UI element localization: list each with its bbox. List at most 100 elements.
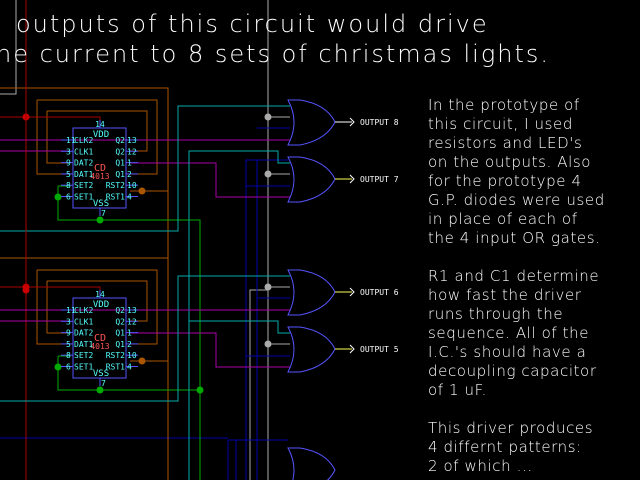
red-wire (0, 116, 101, 124)
note-paragraph-1: In the prototype of this circuit, I used… (428, 96, 605, 247)
orange-loop (37, 99, 158, 175)
part-label: CD (94, 333, 106, 344)
pin-label: RST2 (106, 181, 125, 190)
pin-number: 10 (127, 181, 137, 190)
output-label: OUTPUT 6 (360, 288, 399, 297)
pin-number: 2 (127, 170, 132, 179)
junction-dot (138, 187, 146, 195)
output-label: OUTPUT 8 (360, 118, 399, 127)
magenta-wire (130, 332, 290, 368)
output-arrow-icon (349, 287, 355, 297)
pin-number: 13 (127, 306, 137, 315)
pin-label: CLK1 (74, 317, 93, 326)
junction-dot (54, 193, 62, 201)
or-gate-symbol (287, 156, 336, 203)
pin-number: 12 (127, 317, 137, 326)
pin-label: VDD (93, 300, 109, 310)
junction-dot (96, 386, 104, 394)
pin-label: Q2 (115, 317, 125, 326)
notes-text: In the prototype of this circuit, I used… (428, 96, 640, 480)
part-number: 4013 (90, 342, 109, 351)
or-gate (287, 447, 336, 480)
pin-label: DAT2 (74, 159, 93, 168)
pin-label: Q1 (115, 159, 125, 168)
note-paragraph-2: R1 and C1 determine how fast the driver … (428, 267, 600, 399)
pin-number: 4 (127, 193, 132, 202)
pin-number: 9 (66, 159, 71, 168)
pin-label: CLK2 (74, 136, 93, 145)
cyan-wire (0, 275, 290, 402)
pin-label: CLK1 (74, 147, 93, 156)
blue-bus (245, 159, 288, 480)
pin-number: 6 (66, 193, 71, 202)
junction-dot (22, 286, 30, 294)
pin-number: 4 (127, 363, 132, 372)
pin-label: Q2 (115, 306, 125, 315)
junction-dot (54, 363, 62, 371)
wires (0, 0, 290, 480)
pin-number: 11 (66, 136, 76, 145)
orange-loop (36, 100, 70, 175)
cyan-wire (188, 150, 290, 400)
green-wire (57, 186, 201, 390)
pin-number: 7 (101, 379, 106, 388)
part-label: CD (94, 163, 106, 174)
pin-label: Q2 (115, 147, 125, 156)
pin-label: SET1 (74, 193, 93, 202)
pin-label: VDD (93, 130, 109, 140)
or-gate: OUTPUT 7 (287, 156, 399, 203)
blue-bus (227, 439, 288, 480)
pin-label: RST1 (106, 193, 125, 202)
output-label: OUTPUT 7 (360, 175, 399, 184)
pin-number: 3 (66, 147, 71, 156)
orange-loop (36, 270, 70, 345)
junction-dot (138, 357, 146, 365)
gray-wire (0, 0, 17, 95)
orange-loop (47, 110, 148, 152)
pin-label: DAT1 (74, 340, 93, 349)
orange-loop (47, 280, 148, 322)
pin-number: 12 (127, 147, 137, 156)
or-gate-symbol (287, 269, 336, 316)
cyan-wire (188, 320, 290, 480)
pin-number: 8 (66, 351, 71, 360)
pin-label: SET2 (74, 351, 93, 360)
pin-number: 3 (66, 317, 71, 326)
blue-bus (235, 439, 288, 480)
gray-wire (249, 289, 268, 480)
note-paragraph-3: This driver produces 4 differnt patterns… (428, 419, 594, 475)
title-line-2: he current to 8 sets of christmas lights… (0, 40, 550, 68)
pin-number: 1 (127, 329, 132, 338)
pin-label: CLK2 (74, 306, 93, 315)
pin-number: 13 (127, 136, 137, 145)
orange-wire (0, 257, 169, 480)
pin-number: 8 (66, 181, 71, 190)
cyan-wire (0, 105, 290, 232)
blue-bus (256, 159, 288, 480)
orange-loop (37, 269, 158, 345)
pin-number: 5 (66, 340, 71, 349)
pin-number: 9 (66, 329, 71, 338)
title-line-1: outputs of this circuit would drive (16, 10, 489, 38)
green-wire (57, 356, 201, 480)
pin-label: RST2 (106, 351, 125, 360)
part-number: 4013 (90, 172, 109, 181)
or-gate-symbol (287, 447, 336, 480)
output-arrow-icon (349, 344, 355, 354)
pin-label: SET2 (74, 181, 93, 190)
pin-number: 10 (127, 351, 137, 360)
red-wire (0, 286, 101, 294)
or-gate-symbol (287, 99, 336, 146)
pin-label: VSS (93, 369, 109, 379)
pin-number: 2 (127, 340, 132, 349)
magenta-wire (130, 162, 290, 198)
pin-label: DAT2 (74, 329, 93, 338)
pin-label: Q1 (115, 340, 125, 349)
pin-label: Q2 (115, 136, 125, 145)
output-arrow-icon (349, 117, 355, 127)
